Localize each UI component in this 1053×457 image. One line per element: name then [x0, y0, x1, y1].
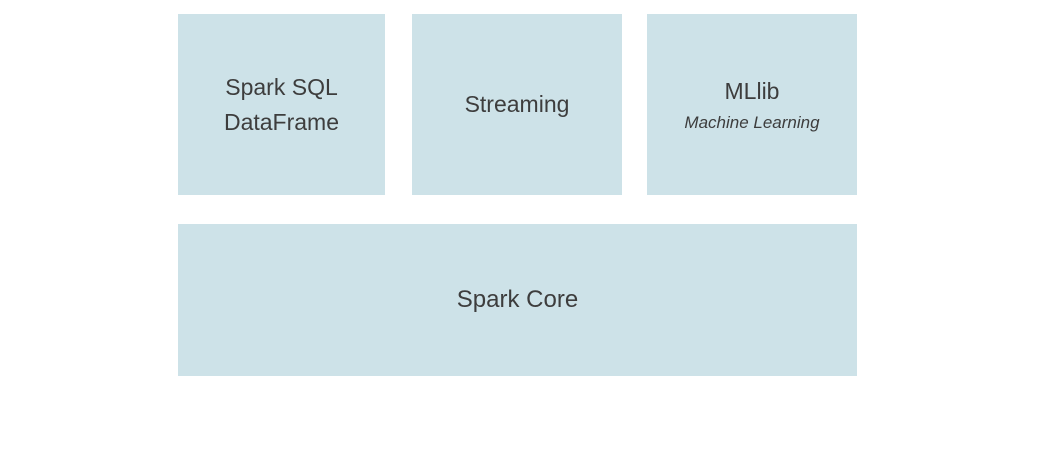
mllib-sublabel: Machine Learning	[684, 113, 820, 132]
streaming-label: Streaming	[464, 91, 570, 117]
spark-sql-label-line2: DataFrame	[223, 108, 340, 135]
box-spark-core: Spark Core	[178, 224, 857, 376]
box-spark-sql: Spark SQL DataFrame	[178, 14, 385, 195]
box-mllib: MLlib Machine Learning	[647, 14, 857, 195]
box-streaming: Streaming	[412, 14, 622, 195]
spark-sql-label-line1: Spark SQL	[225, 73, 338, 100]
spark-core-label: Spark Core	[456, 286, 579, 313]
mllib-label: MLlib	[724, 78, 780, 104]
